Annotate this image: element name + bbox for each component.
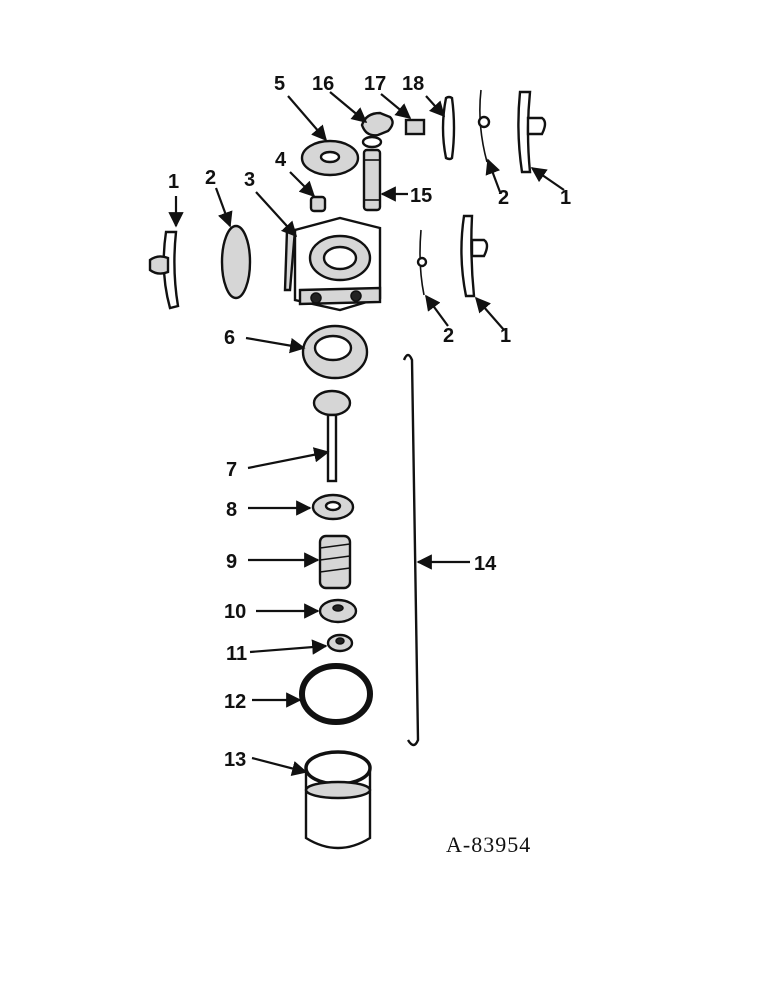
callout-16: 16 [312, 73, 334, 95]
part-18-gasket [441, 95, 456, 161]
callout-18: 18 [402, 73, 424, 95]
part-6-diaphragm [301, 324, 369, 380]
part-1-cover-left [148, 230, 180, 310]
part-13-bowl [304, 750, 372, 850]
callout-10: 10 [224, 601, 246, 623]
part-11-bushing [326, 633, 354, 653]
part-15-pipe [362, 148, 382, 212]
part-9-spring [318, 534, 352, 590]
reference-number: A-83954 [446, 832, 531, 857]
callout-14: 14 [474, 553, 497, 575]
callout-7: 7 [226, 459, 237, 481]
callout-2-top-right: 2 [498, 187, 509, 209]
callout-2-right-middle: 2 [443, 325, 454, 347]
callout-6: 6 [224, 327, 235, 349]
part-5-washer [300, 139, 360, 177]
part-2-gasket-right-middle [416, 229, 428, 296]
callout-1-top-right: 1 [560, 187, 571, 209]
part-16-elbow [360, 111, 394, 149]
callout-9: 9 [226, 551, 237, 573]
callout-1-left: 1 [168, 171, 179, 193]
part-7-valve-stem [312, 389, 352, 483]
callout-8: 8 [226, 499, 237, 521]
callout-17: 17 [364, 73, 386, 95]
part-14-rod [402, 353, 420, 747]
callout-5: 5 [274, 73, 285, 95]
part-4-fitting [309, 195, 327, 213]
callout-3: 3 [244, 169, 255, 191]
part-8-disc [311, 493, 355, 521]
callout-2-left: 2 [205, 167, 216, 189]
part-12-ring [299, 663, 373, 725]
leader-lines [168, 91, 565, 776]
part-2-gasket-left [220, 224, 252, 300]
callout-1-right-middle: 1 [500, 325, 511, 347]
callout-15: 15 [410, 185, 432, 207]
part-17-plug [404, 118, 426, 136]
callout-13: 13 [224, 749, 246, 771]
part-1-cover-top-right [517, 90, 547, 174]
callout-12: 12 [224, 691, 246, 713]
part-3-housing [283, 216, 382, 312]
part-10-seat [318, 598, 358, 624]
part-1-cover-right-middle [460, 214, 489, 298]
callout-4: 4 [275, 149, 287, 171]
callout-11: 11 [226, 643, 247, 665]
callout-labels: 1 2 3 4 5 16 17 18 2 1 15 2 1 6 7 8 9 10… [168, 73, 571, 771]
part-2-gasket-top-right [477, 89, 491, 163]
